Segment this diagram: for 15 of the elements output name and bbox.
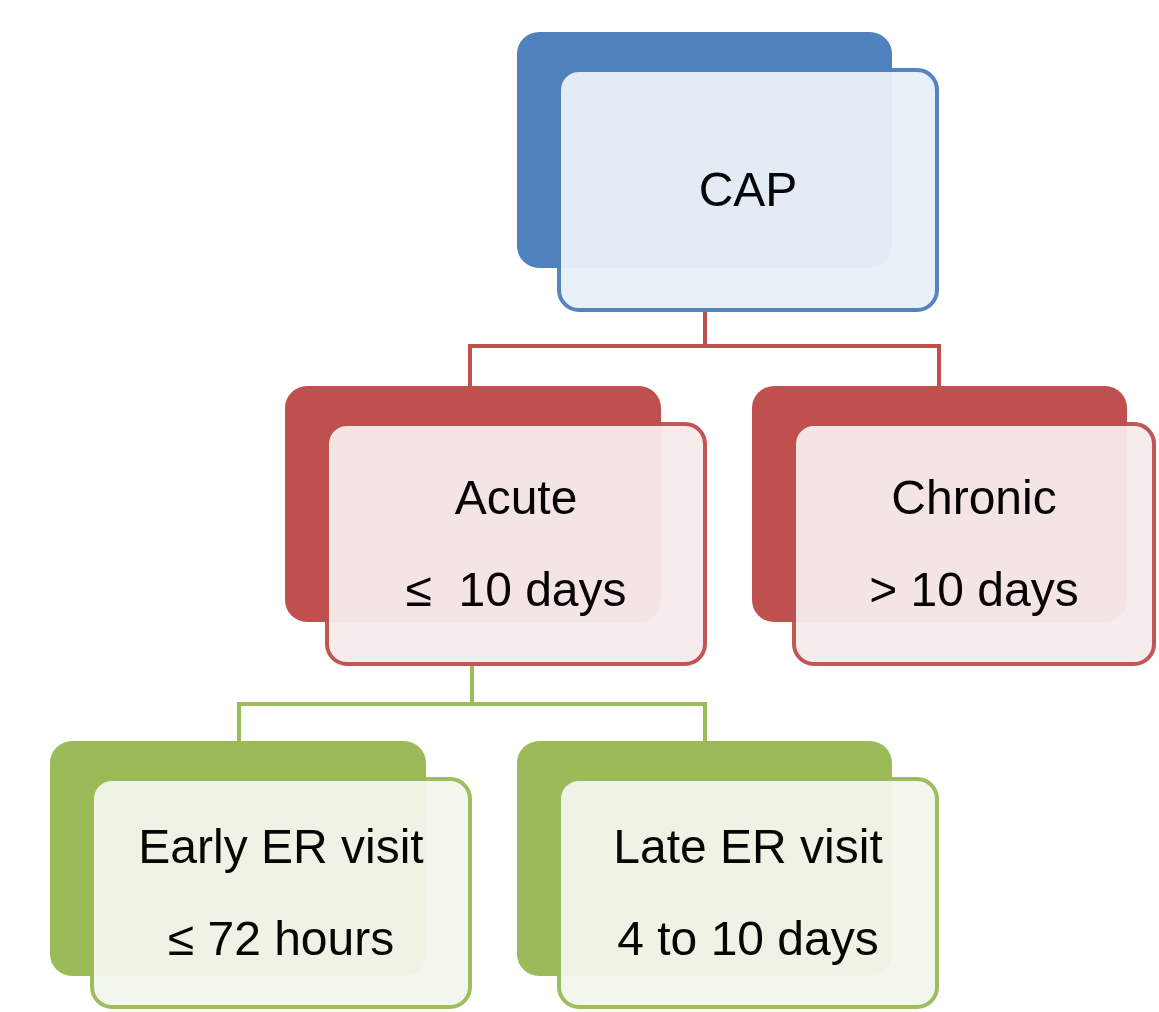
node-title: Acute <box>454 474 578 522</box>
node-subtitle: ≤ 72 hours <box>167 915 395 963</box>
stacked-box <box>752 386 1156 666</box>
node-title: Chronic <box>891 474 1057 522</box>
stacked-box <box>517 32 939 312</box>
node-subtitle: 4 to 10 days <box>617 915 879 963</box>
node-subtitle: > 10 days <box>869 566 1079 614</box>
stacked-box <box>517 741 939 1009</box>
node-title: Early ER visit <box>138 823 424 871</box>
node-subtitle: ≤ 10 days <box>405 566 627 614</box>
stacked-box <box>285 386 707 666</box>
node-title: CAP <box>698 166 798 214</box>
node-title: Late ER visit <box>613 823 883 871</box>
connector-line <box>703 312 941 386</box>
stacked-box <box>50 741 472 1009</box>
